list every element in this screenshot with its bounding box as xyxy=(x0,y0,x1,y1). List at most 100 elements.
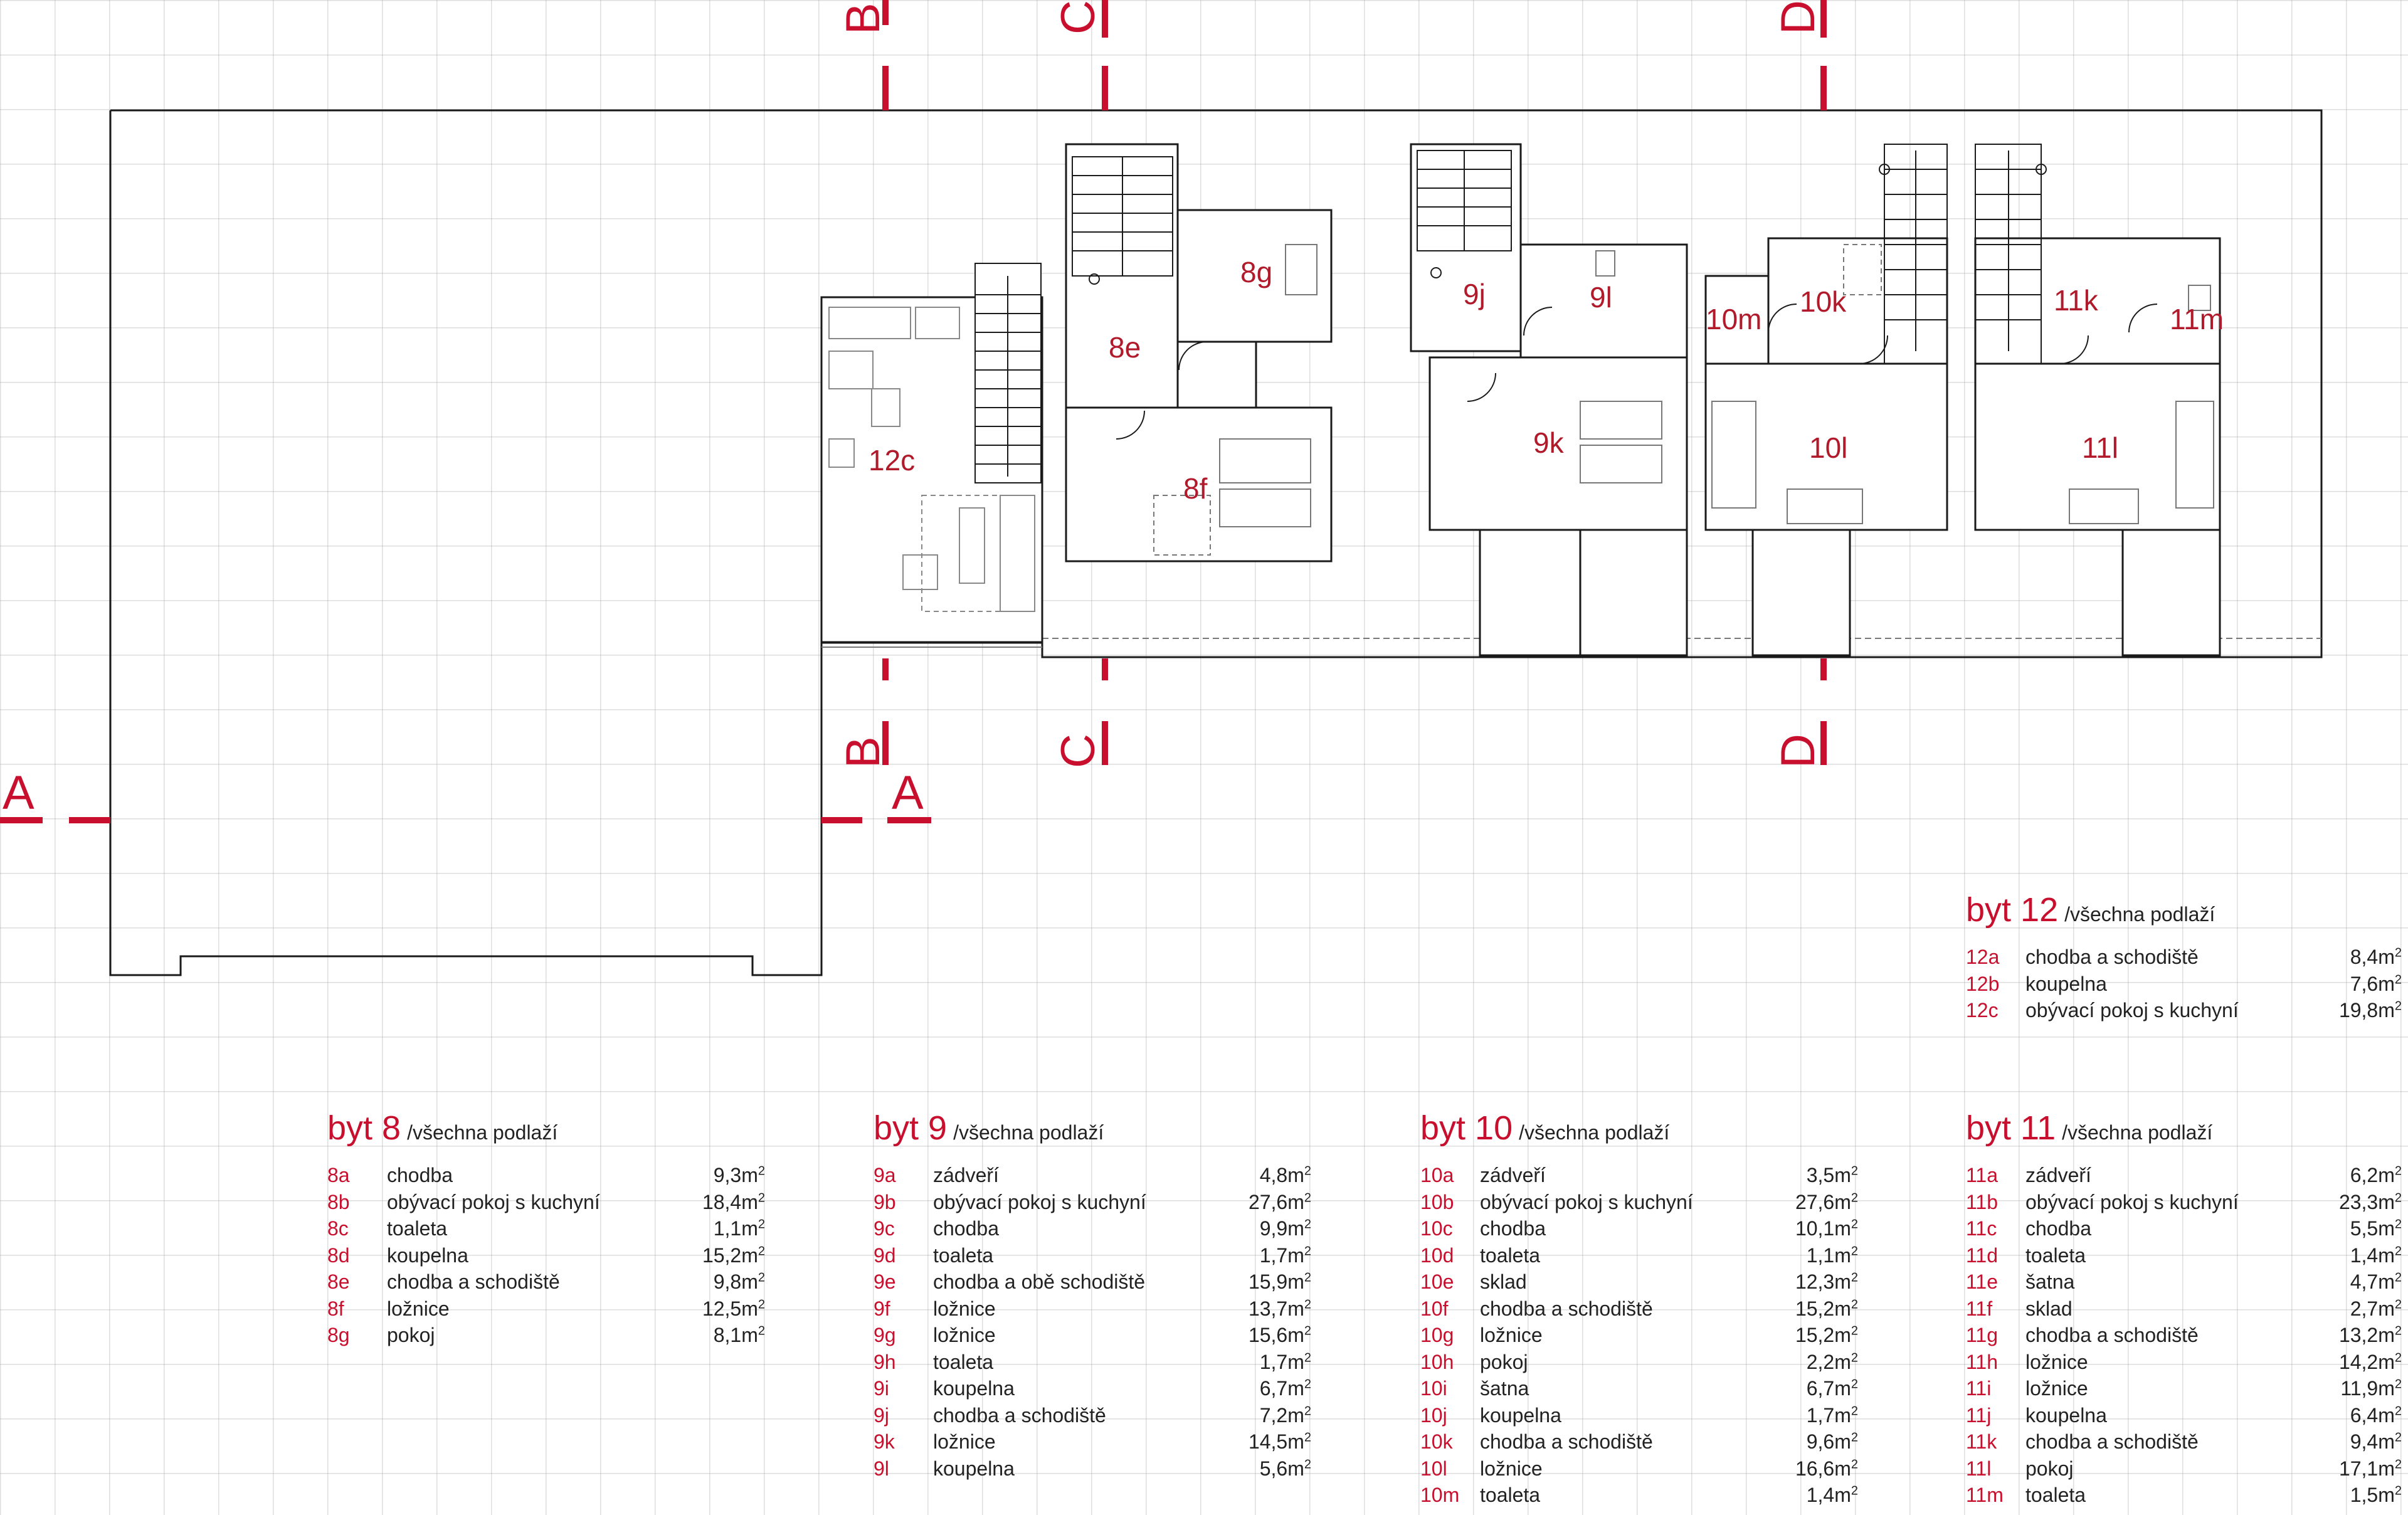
room-area-value: 9,4m xyxy=(2350,1430,2395,1453)
room-name: koupelna xyxy=(933,1457,1015,1480)
room-area-value: 1,1m xyxy=(1806,1243,1851,1267)
section-marker-d-top: D xyxy=(1772,0,1825,34)
room-code: 9l xyxy=(874,1457,889,1480)
room-area: 9,4m2 xyxy=(2350,1430,2402,1453)
stair-8 xyxy=(1072,156,1173,285)
room-area-value: 18,4m xyxy=(702,1190,758,1213)
room-area: 5,6m2 xyxy=(1259,1457,1311,1480)
room-area: 14,5m2 xyxy=(1248,1430,1311,1453)
room-code: 10k xyxy=(1420,1430,1453,1453)
table-title-main: byt 10 xyxy=(1420,1109,1513,1147)
room-code: 9i xyxy=(874,1377,889,1400)
room-area-value: 6,7m xyxy=(1806,1377,1851,1400)
table-title: byt 10/všechna podlaží xyxy=(1420,1109,1858,1148)
room-code: 9k xyxy=(874,1430,895,1453)
room-label: 8f xyxy=(1183,472,1208,505)
room-area-value: 9,6m xyxy=(1806,1430,1851,1453)
room-name: chodba a schodiště xyxy=(387,1270,560,1293)
room-code: 10j xyxy=(1420,1403,1447,1427)
room-code: 10b xyxy=(1420,1190,1454,1213)
room-area: 6,2m2 xyxy=(2350,1164,2402,1186)
room-label: 12c xyxy=(869,444,915,477)
room-area: 8,1m2 xyxy=(713,1324,765,1346)
room-area: 2,7m2 xyxy=(2350,1297,2402,1320)
room-area-value: 1,4m xyxy=(2350,1243,2395,1267)
room-name: chodba a schodiště xyxy=(933,1403,1106,1427)
room-name: chodba a schodiště xyxy=(1480,1430,1653,1453)
room-area: 16,6m2 xyxy=(1795,1457,1858,1480)
room-code: 9h xyxy=(874,1350,896,1373)
room-area: 1,5m2 xyxy=(2350,1484,2402,1506)
room-code: 12b xyxy=(1966,972,2000,995)
apartment-8 xyxy=(1065,143,1333,562)
room-area: 3,5m2 xyxy=(1806,1164,1858,1186)
room-name: zádveří xyxy=(1480,1164,1546,1186)
room-code: 11h xyxy=(1966,1350,1999,1373)
room-code: 9g xyxy=(874,1324,896,1346)
room-area: 1,4m2 xyxy=(1806,1484,1858,1506)
room-area-value: 1,7m xyxy=(1259,1243,1304,1267)
room-area-value: 5,6m xyxy=(1259,1457,1304,1480)
room-code: 8c xyxy=(327,1217,349,1240)
section-marker-b-bottom: B xyxy=(837,736,890,768)
room-name: obývací pokoj s kuchyní xyxy=(2025,999,2239,1021)
room-name: koupelna xyxy=(933,1377,1015,1400)
room-code: 10e xyxy=(1420,1270,1454,1293)
room-area-value: 14,5m xyxy=(1248,1430,1304,1453)
section-marker-a-left: A xyxy=(3,766,34,820)
table-row: 9l koupelna 5,6m2 xyxy=(874,1457,1311,1484)
room-area: 1,4m2 xyxy=(2350,1243,2402,1267)
room-name: pokoj xyxy=(387,1324,435,1346)
room-area: 4,7m2 xyxy=(2350,1270,2402,1293)
room-name: toaleta xyxy=(387,1217,448,1240)
room-area-value: 13,2m xyxy=(2338,1324,2395,1346)
room-code: 11i xyxy=(1966,1377,1992,1400)
room-area: 13,7m2 xyxy=(1248,1297,1311,1320)
table-title-main: byt 11 xyxy=(1966,1109,2056,1147)
room-name: ložnice xyxy=(1480,1457,1543,1480)
room-code: 10f xyxy=(1420,1297,1449,1320)
room-name: pokoj xyxy=(1480,1350,1528,1373)
room-code: 9b xyxy=(874,1190,896,1213)
table-title-sub: /všechna podlaží xyxy=(2064,903,2215,926)
room-area-value: 14,2m xyxy=(2338,1350,2395,1373)
room-code: 9c xyxy=(874,1217,895,1240)
room-area-value: 9,3m xyxy=(713,1164,758,1186)
room-label: 9l xyxy=(1590,281,1612,314)
room-name: chodba a schodiště xyxy=(1480,1297,1653,1320)
room-area: 1,7m2 xyxy=(1259,1243,1311,1267)
room-code: 9j xyxy=(874,1403,889,1427)
room-code: 10l xyxy=(1420,1457,1447,1480)
room-area: 10,1m2 xyxy=(1795,1217,1858,1240)
room-name: toaleta xyxy=(933,1243,994,1267)
room-label: 11k xyxy=(2054,284,2099,317)
table-title-sub: /všechna podlaží xyxy=(1519,1121,1670,1144)
room-area: 4,8m2 xyxy=(1259,1164,1311,1186)
room-area-value: 6,4m xyxy=(2350,1403,2395,1427)
room-area: 9,8m2 xyxy=(713,1270,765,1293)
room-area-value: 15,9m xyxy=(1248,1270,1304,1293)
room-area-value: 15,2m xyxy=(702,1243,758,1267)
room-area-value: 23,3m xyxy=(2338,1190,2395,1213)
section-marker-b-top: B xyxy=(837,3,890,34)
room-name: sklad xyxy=(2025,1297,2073,1320)
room-name: sklad xyxy=(1480,1270,1527,1293)
room-code: 9d xyxy=(874,1243,896,1267)
